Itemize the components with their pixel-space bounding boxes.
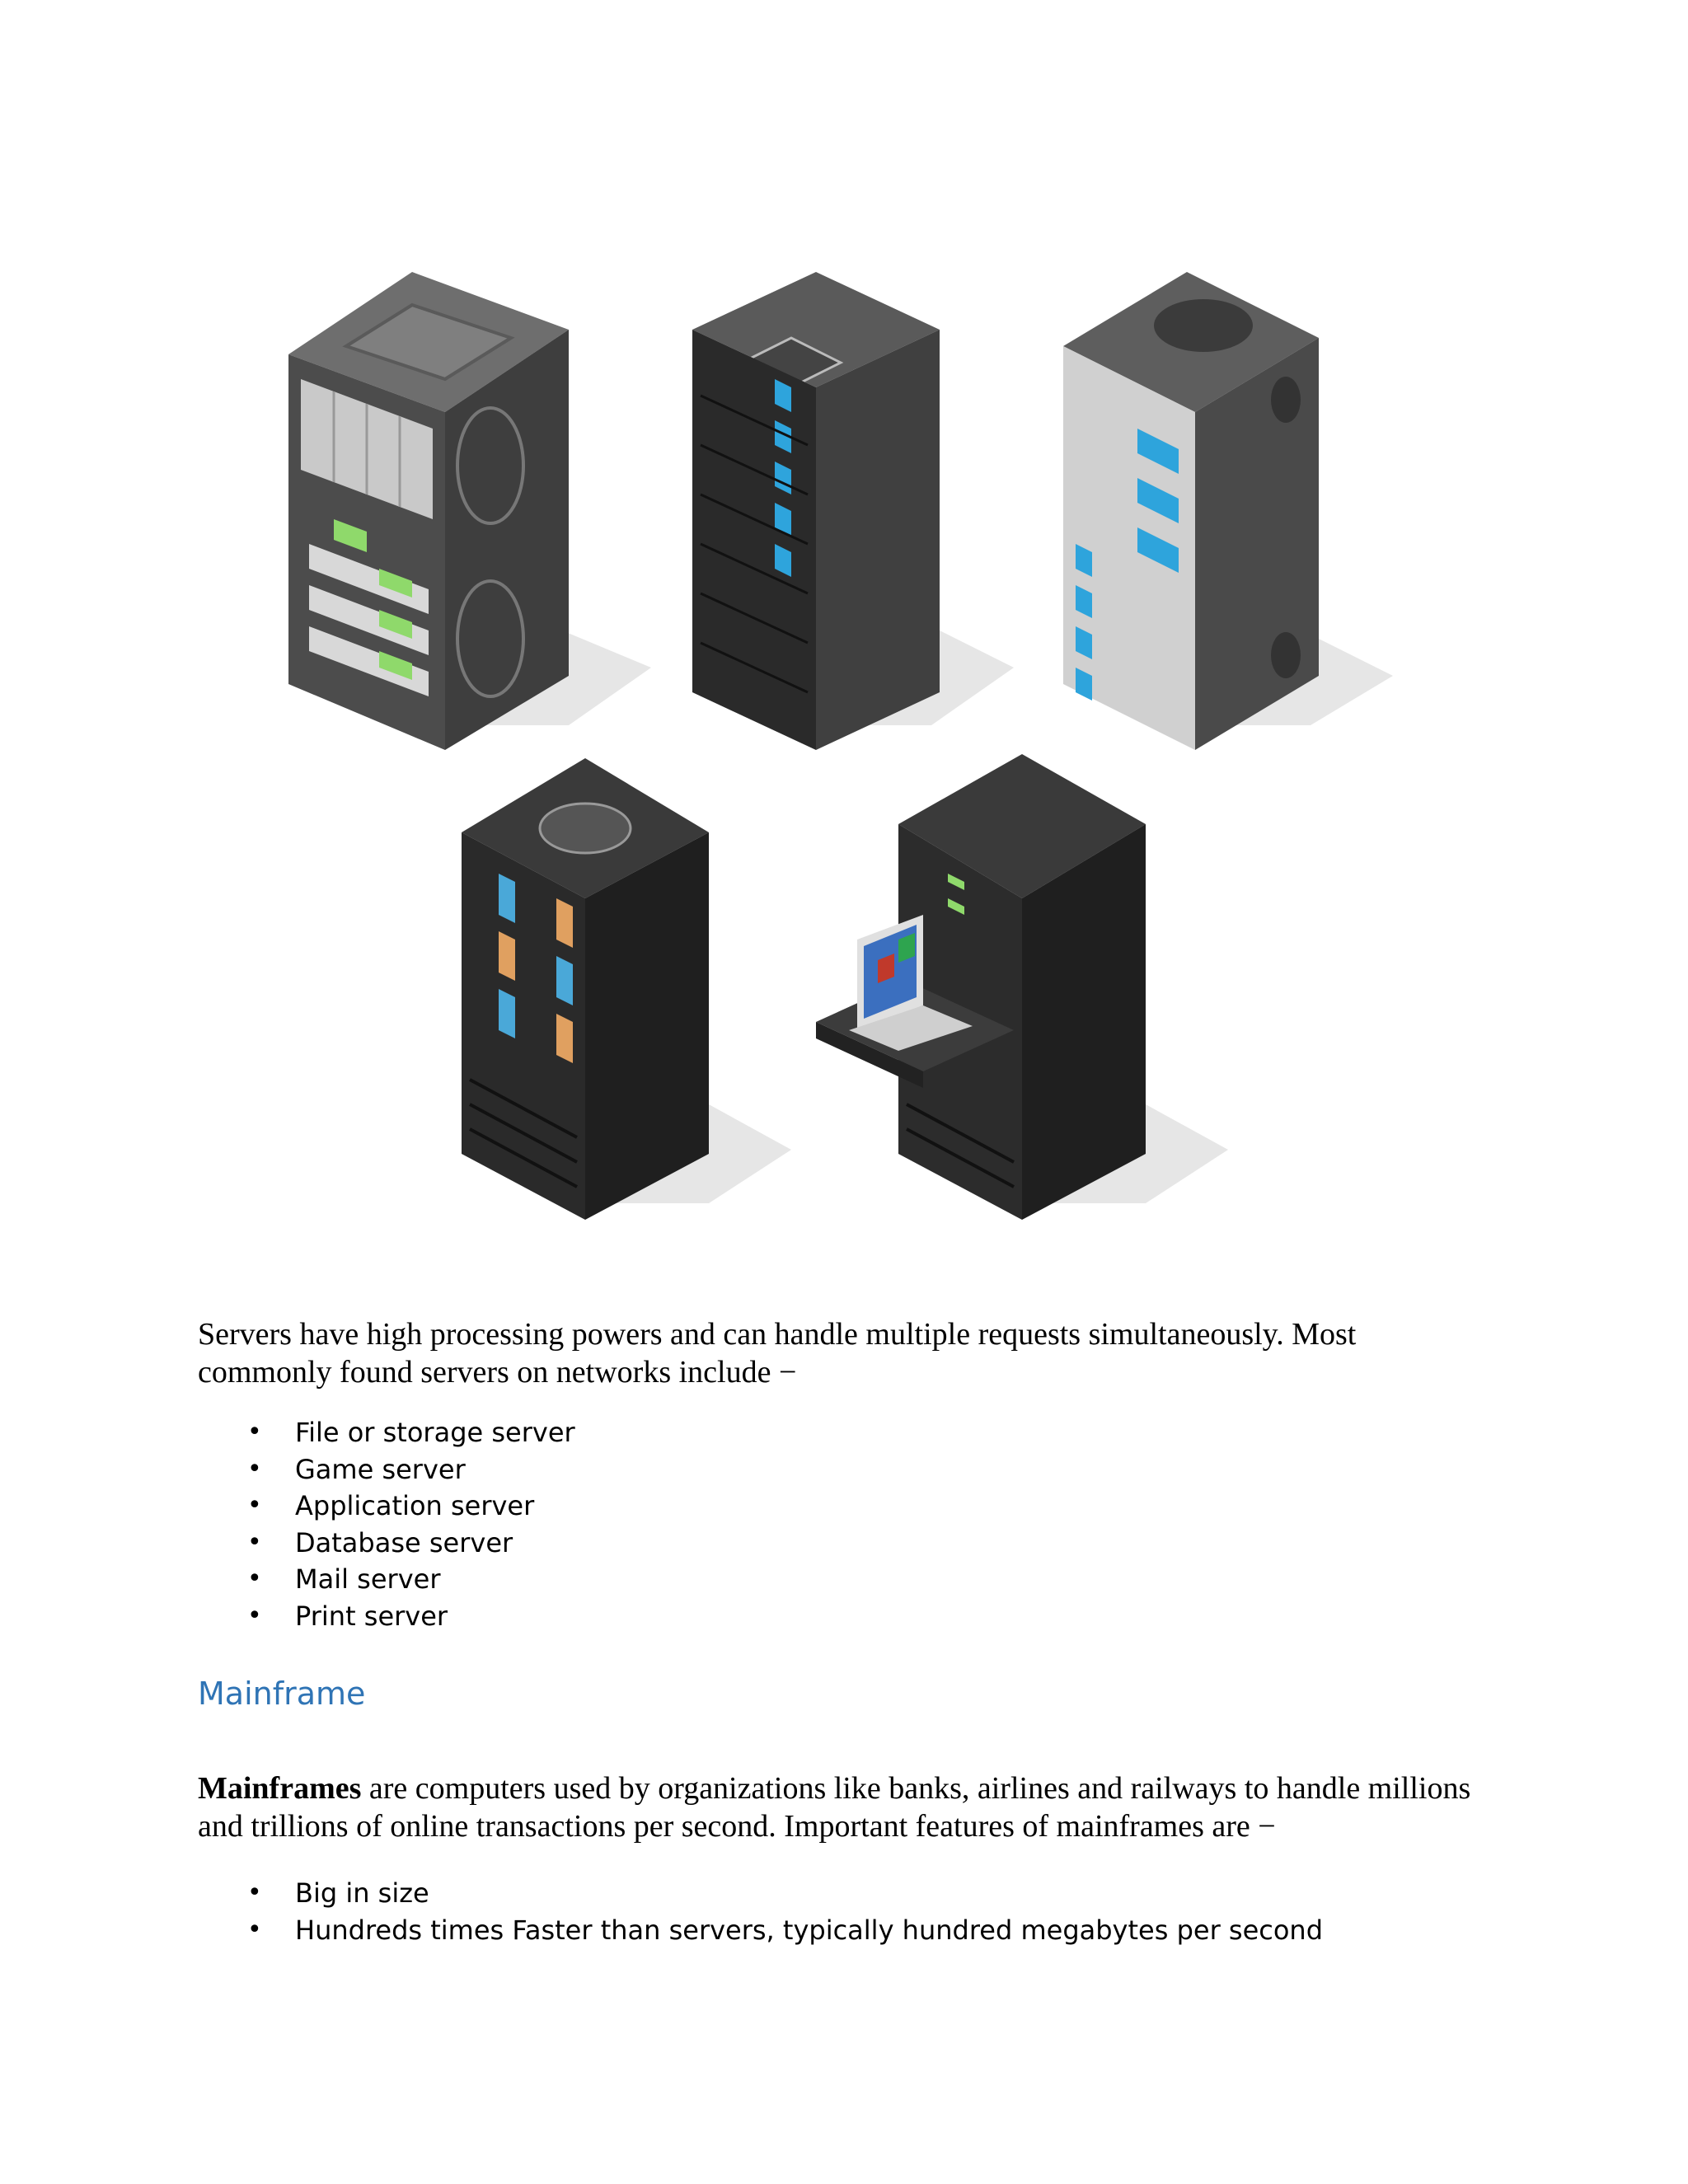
bullet-icon: • xyxy=(247,1601,262,1630)
server-rack-icon xyxy=(462,758,709,1220)
list-item-text: Big in size xyxy=(295,1877,429,1909)
bullet-icon: • xyxy=(247,1418,262,1446)
server-rack-icon xyxy=(288,272,569,750)
servers-intro-paragraph: Servers have high processing powers and … xyxy=(198,1317,1357,1390)
list-item-text: Application server xyxy=(295,1490,535,1521)
bullet-icon: • xyxy=(247,1878,262,1907)
list-item-text: Hundreds times Faster than servers, typi… xyxy=(295,1914,1324,1946)
mainframe-term: Mainframes xyxy=(198,1771,362,1806)
list-item-text: File or storage server xyxy=(295,1417,575,1448)
list-item: • Application server xyxy=(198,1488,575,1525)
bullet-icon: • xyxy=(247,1491,262,1520)
mainframe-heading: Mainframe xyxy=(198,1675,366,1712)
bullet-icon: • xyxy=(247,1527,262,1557)
bullet-icon: • xyxy=(247,1564,262,1593)
list-item: • File or storage server xyxy=(198,1414,575,1451)
list-item: • Hundreds times Faster than servers, typ… xyxy=(198,1912,1323,1949)
mainframe-features-list: • Big in size • Hundreds times Faster than… xyxy=(198,1875,1323,1948)
bullet-icon: • xyxy=(247,1454,262,1483)
list-item: • Print server xyxy=(198,1598,575,1635)
mainframe-intro-text: are computers used by organizations like… xyxy=(198,1771,1471,1844)
mainframe-intro-paragraph: Mainframes are computers used by organiz… xyxy=(198,1769,1484,1845)
bullet-icon: • xyxy=(247,1915,262,1944)
list-item-text: Mail server xyxy=(295,1563,441,1595)
server-rack-icon xyxy=(692,272,940,750)
list-item-text: Print server xyxy=(295,1600,448,1632)
server-racks-illustration xyxy=(288,272,1393,1220)
list-item-text: Database server xyxy=(295,1526,513,1558)
list-item: • Database server xyxy=(198,1525,575,1562)
list-item-text: Game server xyxy=(295,1453,466,1485)
server-types-list: • File or storage server • Game server • Ap… xyxy=(198,1414,575,1634)
list-item: • Game server xyxy=(198,1451,575,1488)
server-rack-icon xyxy=(1063,272,1319,750)
list-item: • Mail server xyxy=(198,1561,575,1598)
list-item: • Big in size xyxy=(198,1875,1323,1912)
server-rack-icon xyxy=(816,754,1146,1220)
